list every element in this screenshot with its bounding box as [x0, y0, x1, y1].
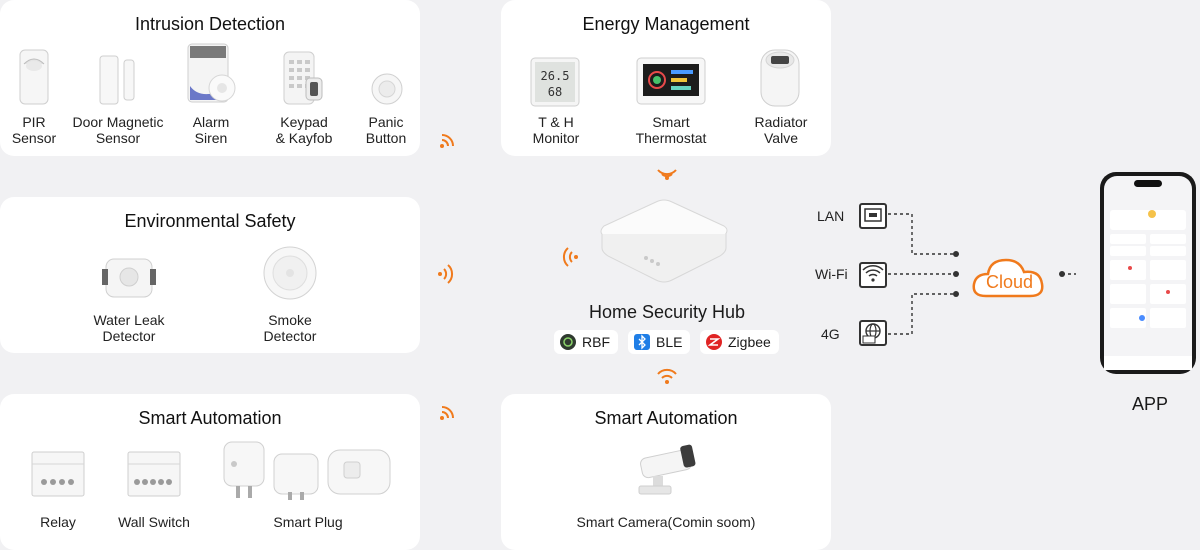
- pir-sensor-label-2: Sensor: [2, 130, 66, 146]
- environmental-safety-card: Environmental Safety Water Leak Detector…: [0, 197, 420, 353]
- smart-camera-icon: [635, 444, 699, 496]
- device-wall-switch: Wall Switch: [108, 514, 200, 530]
- signal-icon-intrusion: [438, 130, 458, 150]
- smart-plug-icon: [222, 440, 392, 502]
- smoke-detector-label-2: Detector: [248, 328, 332, 344]
- signal-icon-environmental: [436, 263, 456, 285]
- protocol-rbf: RBF: [554, 330, 618, 354]
- wifi-icon: [859, 262, 887, 288]
- signal-icon-hub-left: [560, 246, 580, 268]
- wifi-label: Wi-Fi: [815, 266, 848, 282]
- device-smoke-detector: Smoke Detector: [248, 312, 332, 344]
- th-monitor-label-2: Monitor: [521, 130, 591, 146]
- smart-automation-left-title: Smart Automation: [0, 408, 420, 429]
- device-panic-button: Panic Button: [356, 114, 416, 146]
- keypad-icon: [282, 50, 328, 106]
- device-alarm-siren: Alarm Siren: [176, 114, 246, 146]
- smartphone-app-icon: [1098, 170, 1198, 376]
- protocol-zigbee-label: Zigbee: [728, 334, 771, 350]
- device-pir-sensor: PIR Sensor: [2, 114, 66, 146]
- pir-sensor-icon: [18, 48, 50, 106]
- smoke-detector-label-1: Smoke: [248, 312, 332, 328]
- radiator-valve-label-2: Valve: [745, 130, 817, 146]
- smart-automation-right-card: Smart Automation Smart Camera(Comin soom…: [501, 394, 831, 550]
- device-door-magnetic-sensor: Door Magnetic Sensor: [66, 114, 170, 146]
- thermostat-label-2: Thermostat: [623, 130, 719, 146]
- protocol-ble: BLE: [628, 330, 690, 354]
- cloud-label: Cloud: [986, 272, 1033, 293]
- device-radiator-valve: Radiator Valve: [745, 114, 817, 146]
- 4g-label: 4G: [821, 326, 840, 342]
- smart-automation-left-card: Smart Automation Relay Wall Switch Smart…: [0, 394, 420, 550]
- th-monitor-temp: 26.5: [541, 69, 570, 83]
- th-monitor-label-1: T & H: [521, 114, 591, 130]
- door-magnetic-sensor-icon: [96, 54, 142, 106]
- rbf-icon: [560, 334, 576, 350]
- keypad-label-1: Keypad: [266, 114, 342, 130]
- signal-icon-energy: [656, 164, 678, 182]
- radiator-valve-icon: [757, 46, 803, 108]
- device-smart-plug: Smart Plug: [258, 514, 358, 530]
- relay-label: Relay: [28, 514, 88, 530]
- device-smart-thermostat: Smart Thermostat: [623, 114, 719, 146]
- panic-button-label-1: Panic: [356, 114, 416, 130]
- home-security-hub-icon: [596, 196, 732, 288]
- protocol-ble-label: BLE: [656, 334, 682, 350]
- app-label: APP: [1120, 394, 1180, 415]
- intrusion-detection-card: Intrusion Detection PIR Sensor Door Magn…: [0, 0, 420, 156]
- relay-icon: [30, 450, 86, 498]
- alarm-siren-label-2: Siren: [176, 130, 246, 146]
- water-leak-label-1: Water Leak: [84, 312, 174, 328]
- energy-management-title: Energy Management: [501, 14, 831, 35]
- door-sensor-label-2: Sensor: [66, 130, 170, 146]
- panic-button-icon: [370, 72, 404, 106]
- energy-management-card: Energy Management 26.5 68 T & H Monitor …: [501, 0, 831, 156]
- th-monitor-icon: 26.5 68: [529, 56, 581, 108]
- wall-switch-icon: [126, 450, 182, 498]
- smoke-detector-icon: [262, 245, 318, 301]
- intrusion-detection-title: Intrusion Detection: [0, 14, 420, 35]
- smart-automation-right-title: Smart Automation: [501, 408, 831, 429]
- keypad-label-2: & Kayfob: [266, 130, 342, 146]
- water-leak-detector-icon: [102, 255, 156, 301]
- radiator-valve-label-1: Radiator: [745, 114, 817, 130]
- th-monitor-hum: 68: [548, 85, 562, 99]
- lan-label: LAN: [817, 208, 844, 224]
- smart-camera-label: Smart Camera(Comin soom): [541, 514, 791, 530]
- device-keypad-kayfob: Keypad & Kayfob: [266, 114, 342, 146]
- pir-sensor-label-1: PIR: [2, 114, 66, 130]
- device-relay: Relay: [28, 514, 88, 530]
- alarm-siren-icon: [184, 42, 240, 106]
- signal-icon-camera: [656, 368, 678, 386]
- ethernet-icon: [859, 203, 887, 229]
- device-smart-camera: Smart Camera(Comin soom): [541, 514, 791, 530]
- door-sensor-label-1: Door Magnetic: [66, 114, 170, 130]
- wall-switch-label: Wall Switch: [108, 514, 200, 530]
- zigbee-icon: [706, 334, 722, 350]
- 4g-globe-icon: [859, 320, 887, 346]
- smart-thermostat-icon: [635, 56, 707, 106]
- environmental-safety-title: Environmental Safety: [0, 211, 420, 232]
- device-water-leak-detector: Water Leak Detector: [84, 312, 174, 344]
- bluetooth-icon: [634, 334, 650, 350]
- signal-icon-automation-left: [438, 402, 458, 422]
- device-th-monitor: T & H Monitor: [521, 114, 591, 146]
- thermostat-label-1: Smart: [623, 114, 719, 130]
- water-leak-label-2: Detector: [84, 328, 174, 344]
- smart-plug-label: Smart Plug: [258, 514, 358, 530]
- panic-button-label-2: Button: [356, 130, 416, 146]
- protocol-zigbee: Zigbee: [700, 330, 779, 354]
- alarm-siren-label-1: Alarm: [176, 114, 246, 130]
- protocol-rbf-label: RBF: [582, 334, 610, 350]
- hub-title: Home Security Hub: [540, 302, 794, 323]
